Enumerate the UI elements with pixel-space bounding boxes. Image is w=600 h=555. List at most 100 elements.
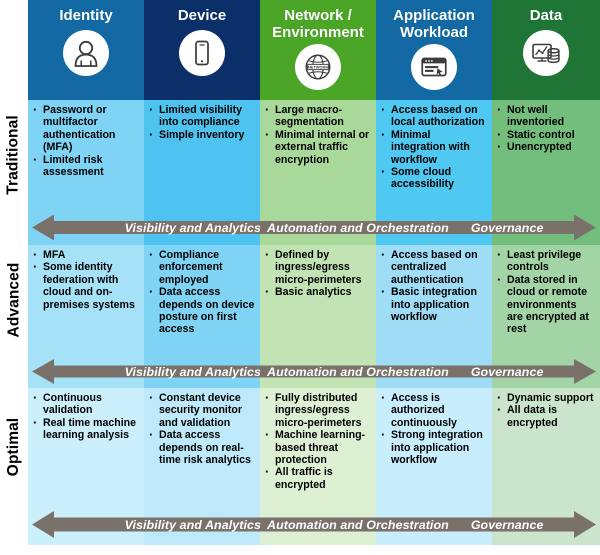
list-item: Compliance enforcement employed xyxy=(148,248,255,286)
browser-window-icon xyxy=(411,44,457,90)
arrow-segment-governance: Governance xyxy=(470,517,544,532)
list-item: All data is encrypted xyxy=(496,403,595,429)
list-item: Data access depends on device posture on… xyxy=(148,285,255,336)
cell-traditional-identity[interactable]: Password or multifactor authentication (… xyxy=(28,100,144,210)
crosscut-arrow-label: Visibility and Analytics Automation and O… xyxy=(79,221,550,235)
cell-optimal-device[interactable]: Constant device security monitor and val… xyxy=(144,388,260,505)
double-arrow-icon xyxy=(32,511,596,538)
arrow-graphic-wrap: Visibility and Analytics Automation and O… xyxy=(28,355,600,388)
pillar-title-device: Device xyxy=(177,7,227,24)
list-item: All traffic is encrypted xyxy=(264,465,371,491)
bullet-list: Continuous validation Real time machine … xyxy=(32,391,139,442)
user-icon xyxy=(63,30,109,76)
cell-optimal-network[interactable]: Fully distributed ingress/egress micro-p… xyxy=(260,388,376,505)
arrow-segment-visibility: Visibility and Analytics xyxy=(124,364,262,379)
cell-optimal-data[interactable]: Dynamic support All data is encrypted xyxy=(492,388,600,505)
crosscut-arrow-label: Visibility and Analytics Automation and O… xyxy=(79,518,550,532)
arrow-segment-automation: Automation and Orchestration xyxy=(267,517,449,532)
pillar-title-network-line2: Environment xyxy=(272,24,364,41)
list-item: Limited visibility into compliance xyxy=(148,103,255,129)
cell-traditional-device[interactable]: Limited visibility into compliance Simpl… xyxy=(144,100,260,210)
list-item: Static control xyxy=(496,128,595,141)
list-item: Large macro-segmentation xyxy=(264,103,371,129)
list-item: Some identity federation with cloud and … xyxy=(32,260,139,311)
list-item: Fully distributed ingress/egress micro-p… xyxy=(264,391,371,429)
crosscut-arrow-label: Visibility and Analytics Automation and O… xyxy=(79,365,550,379)
list-item: Password or multifactor authentication (… xyxy=(32,103,139,154)
bullet-list: Compliance enforcement employed Data acc… xyxy=(148,248,255,336)
list-item: Strong integration into application work… xyxy=(380,428,487,466)
stage-label-traditional-text: Traditional xyxy=(5,115,23,195)
pillar-title-identity: Identity xyxy=(59,7,113,24)
list-item: Machine learning-based threat protection xyxy=(264,428,371,466)
list-item: Real time machine learning analysis xyxy=(32,416,139,442)
pillar-title-network-line1: Network / xyxy=(284,7,352,24)
pillar-header-network[interactable]: Network / Environment NETWORK xyxy=(260,0,376,100)
stage-label-advanced: Advanced xyxy=(0,245,28,355)
maturity-grid: Identity Device xyxy=(28,0,600,555)
cell-advanced-application[interactable]: Access based on centralized authenticati… xyxy=(376,245,492,355)
crosscut-arrow-optimal: Visibility and Analytics Automation and O… xyxy=(28,505,600,545)
cell-advanced-data[interactable]: Least privilege controls Data stored in … xyxy=(492,245,600,355)
crosscut-arrow-advanced: Visibility and Analytics Automation and O… xyxy=(28,355,600,388)
bullet-list: MFA Some identity federation with cloud … xyxy=(32,248,139,311)
list-item: Not well inventoried xyxy=(496,103,595,129)
crosscut-arrow-traditional: Visibility and Analytics Automation and O… xyxy=(28,210,600,245)
row-advanced: MFA Some identity federation with cloud … xyxy=(28,245,600,355)
cell-traditional-network[interactable]: Large macro-segmentation Minimal interna… xyxy=(260,100,376,210)
svg-text:NETWORK: NETWORK xyxy=(308,64,328,69)
stage-label-traditional: Traditional xyxy=(0,100,28,210)
bullet-list: Limited visibility into compliance Simpl… xyxy=(148,103,255,141)
arrow-segment-automation: Automation and Orchestration xyxy=(267,220,449,235)
bullet-list: Dynamic support All data is encrypted xyxy=(496,391,595,429)
pillar-header-device[interactable]: Device xyxy=(144,0,260,100)
pillar-title-application: Application Workload xyxy=(393,7,475,41)
double-arrow-icon xyxy=(32,214,596,241)
pillar-title-network: Network / Environment xyxy=(272,7,364,41)
cell-advanced-identity[interactable]: MFA Some identity federation with cloud … xyxy=(28,245,144,355)
cell-advanced-device[interactable]: Compliance enforcement employed Data acc… xyxy=(144,245,260,355)
bullet-list: Not well inventoried Static control Unen… xyxy=(496,103,595,154)
list-item: Basic analytics xyxy=(264,285,371,298)
bullet-list: Password or multifactor authentication (… xyxy=(32,103,139,179)
list-item: Defined by ingress/egress micro-perimete… xyxy=(264,248,371,286)
bullet-list: Constant device security monitor and val… xyxy=(148,391,255,466)
bullet-list: Large macro-segmentation Minimal interna… xyxy=(264,103,371,166)
cell-advanced-network[interactable]: Defined by ingress/egress micro-perimete… xyxy=(260,245,376,355)
bullet-list: Fully distributed ingress/egress micro-p… xyxy=(264,391,371,491)
arrow-graphic-wrap: Visibility and Analytics Automation and O… xyxy=(28,505,600,545)
cell-traditional-data[interactable]: Not well inventoried Static control Unen… xyxy=(492,100,600,210)
mobile-device-icon xyxy=(179,30,225,76)
list-item: Dynamic support xyxy=(496,391,595,404)
list-item: Data stored in cloud or remote environme… xyxy=(496,273,595,336)
cell-optimal-application[interactable]: Access is authorized continuously Strong… xyxy=(376,388,492,505)
bullet-list: Access is authorized continuously Strong… xyxy=(380,391,487,466)
list-item: MFA xyxy=(32,248,139,261)
arrow-segment-automation: Automation and Orchestration xyxy=(267,364,449,379)
pillar-header-application[interactable]: Application Workload xyxy=(376,0,492,100)
double-arrow-icon xyxy=(32,359,596,384)
list-item: Unencrypted xyxy=(496,140,595,153)
row-traditional: Password or multifactor authentication (… xyxy=(28,100,600,210)
arrow-segment-visibility: Visibility and Analytics xyxy=(124,517,262,532)
pillar-header-row: Identity Device xyxy=(28,0,600,100)
arrow-segment-governance: Governance xyxy=(470,220,544,235)
list-item: Access based on centralized authenticati… xyxy=(380,248,487,286)
bullet-list: Defined by ingress/egress micro-perimete… xyxy=(264,248,371,299)
stage-label-optimal-text: Optimal xyxy=(5,417,22,476)
list-item: Data access depends on real-time risk an… xyxy=(148,428,255,466)
arrow-graphic-wrap: Visibility and Analytics Automation and O… xyxy=(28,210,600,245)
bullet-list: Access based on local authorization Mini… xyxy=(380,103,487,191)
list-item: Minimal internal or external traffic enc… xyxy=(264,128,371,166)
list-item: Limited risk assessment xyxy=(32,153,139,179)
pillar-header-data[interactable]: Data xyxy=(492,0,600,100)
stage-label-advanced-text: Advanced xyxy=(5,262,23,338)
pillar-title-application-line1: Application xyxy=(393,7,475,24)
cell-optimal-identity[interactable]: Continuous validation Real time machine … xyxy=(28,388,144,505)
arrow-segment-visibility: Visibility and Analytics xyxy=(124,220,262,235)
cell-traditional-application[interactable]: Access based on local authorization Mini… xyxy=(376,100,492,210)
list-item: Some cloud accessibility xyxy=(380,165,487,191)
pillar-header-identity[interactable]: Identity xyxy=(28,0,144,100)
stage-label-optimal: Optimal xyxy=(0,388,28,505)
